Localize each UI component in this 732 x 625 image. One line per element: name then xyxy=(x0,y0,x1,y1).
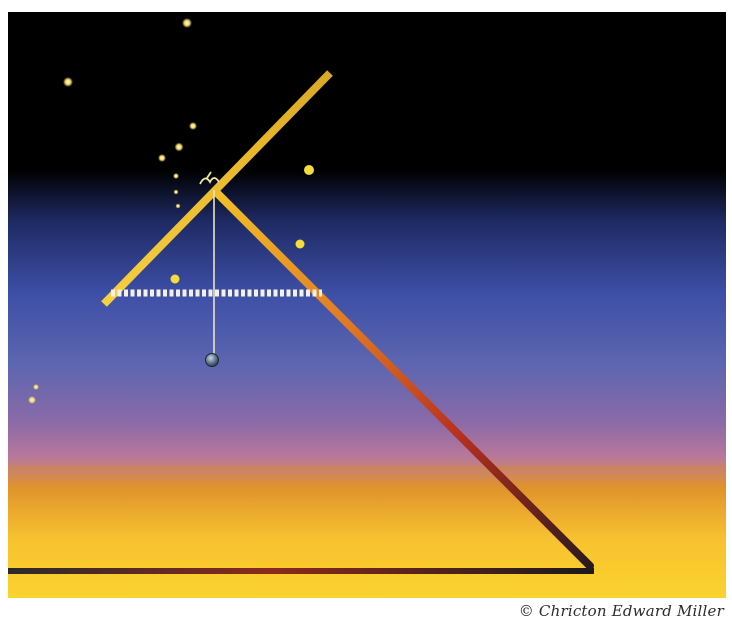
star-icon xyxy=(173,173,179,179)
base-beam xyxy=(8,568,594,574)
star-icon xyxy=(189,122,197,130)
small-glyph-icon xyxy=(199,171,220,185)
star-icon xyxy=(173,189,179,195)
star-icon xyxy=(63,77,73,87)
star-icon xyxy=(174,142,184,152)
star-icon xyxy=(182,18,192,28)
star-icon xyxy=(28,396,36,404)
copyright-credit: © Chricton Edward Miller xyxy=(518,602,724,620)
sky-background xyxy=(8,12,726,598)
star-icon xyxy=(304,165,314,175)
crossing-arm xyxy=(101,70,333,307)
diagonal-beam xyxy=(212,188,594,570)
star-icon xyxy=(170,274,180,284)
star-icon xyxy=(175,203,181,209)
star-icon xyxy=(33,384,39,390)
plumb-bob-icon xyxy=(205,353,219,367)
star-icon xyxy=(295,239,305,249)
star-icon xyxy=(158,154,166,162)
star-field xyxy=(28,18,314,404)
